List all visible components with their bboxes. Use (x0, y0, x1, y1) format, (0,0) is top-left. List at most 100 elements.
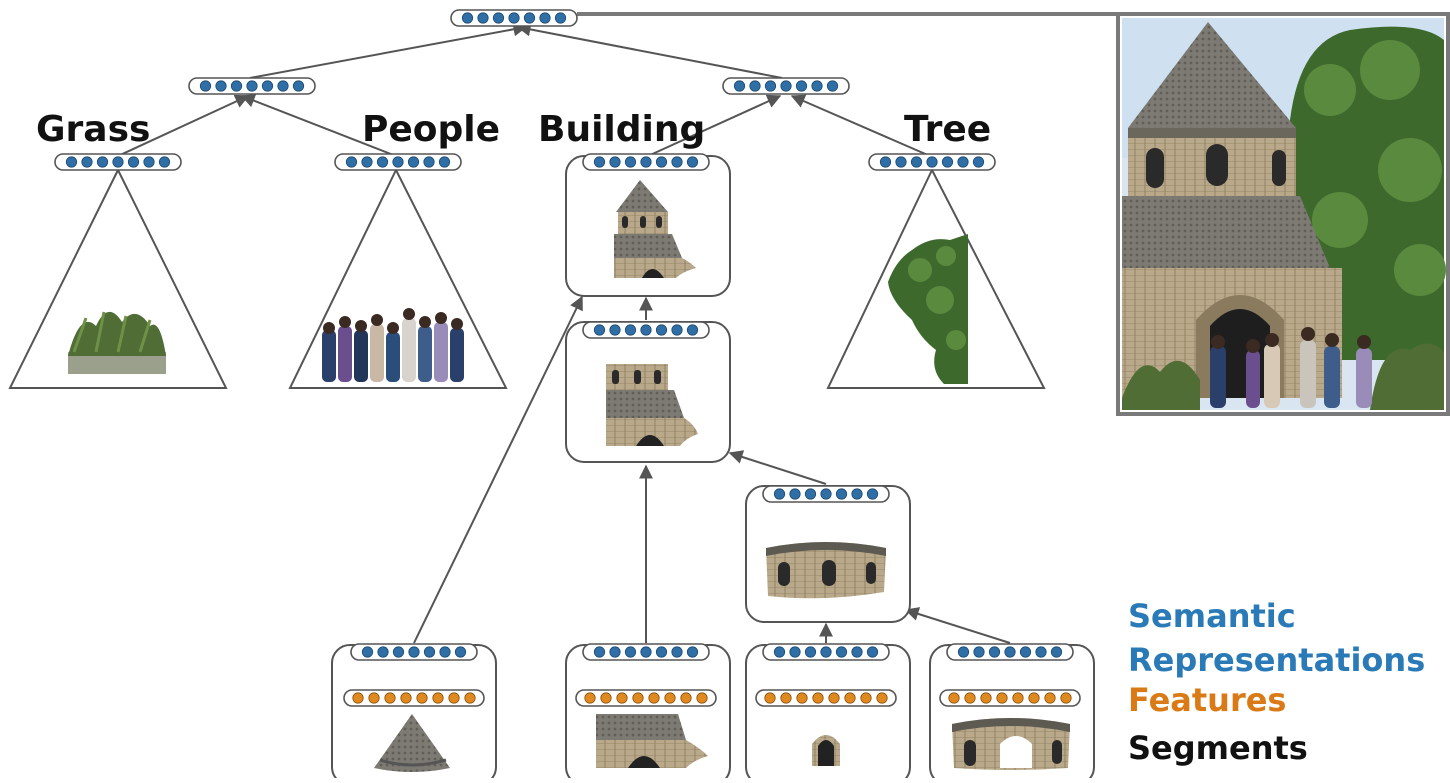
semantic-unit (926, 156, 938, 168)
semantic-unit (957, 646, 970, 658)
semantic-unit (609, 646, 621, 658)
feature-unit (368, 692, 380, 704)
semantic-unit (820, 646, 832, 658)
grass-segment-image (68, 311, 166, 374)
semantic-unit (423, 156, 435, 168)
semantic-unit (477, 12, 489, 24)
feature-unit (696, 692, 708, 704)
feature-unit (1060, 692, 1072, 704)
semantic-unit (835, 646, 848, 658)
semantic-unit (361, 646, 374, 658)
feature-unit (1012, 692, 1024, 704)
scene-photo (1116, 12, 1450, 416)
semantic-unit (423, 646, 436, 658)
feature-unit (780, 692, 792, 704)
semantic-unit (1019, 646, 1032, 658)
legend-representations: Representations (1128, 641, 1426, 679)
semantic-unit (640, 156, 652, 168)
edge-windows-segment-to-drum (904, 607, 1011, 644)
semantic-unit (941, 156, 954, 168)
feature-unit (416, 692, 428, 704)
semantic-unit (439, 646, 451, 658)
semantic-unit (795, 80, 808, 92)
semantic-unit (523, 12, 536, 24)
semantic-unit (408, 646, 420, 658)
semantic-unit (593, 646, 606, 658)
feature-unit (812, 692, 824, 704)
semantic-unit (1035, 646, 1047, 658)
semantic-unit (804, 646, 817, 658)
edge-drum-to-mid (728, 450, 827, 485)
building-mid-node-image (606, 364, 698, 446)
semantic-unit (686, 324, 699, 336)
feature-unit (764, 692, 776, 704)
edge-people-to-left (240, 94, 397, 157)
semantic-unit (640, 646, 652, 658)
semantic-unit (671, 646, 683, 658)
feature-unit (584, 692, 596, 704)
semantic-unit (835, 488, 848, 500)
tree-segment-image (888, 234, 968, 384)
building-node-vector (582, 153, 710, 171)
semantic-unit (609, 156, 621, 168)
semantic-unit (454, 646, 467, 658)
semantic-unit (624, 646, 637, 658)
semantic-unit (127, 156, 140, 168)
feature-unit (964, 692, 976, 704)
semantic-unit (780, 80, 792, 92)
semantic-unit (773, 646, 786, 658)
feature-unit (980, 692, 992, 704)
semantic-unit (377, 646, 389, 658)
grass-node-vector (54, 153, 182, 171)
semantic-unit (671, 156, 683, 168)
semantic-unit (376, 156, 389, 168)
semantic-unit (866, 646, 879, 658)
right-node-vector (722, 77, 850, 95)
label-grass: Grass (36, 109, 151, 150)
tree-node-vector (868, 153, 996, 171)
semantic-unit (609, 324, 621, 336)
semantic-unit (112, 156, 124, 168)
leaf-wall-feature-vector (575, 689, 717, 707)
feature-unit (352, 692, 364, 704)
semantic-unit (246, 80, 258, 92)
semantic-unit (789, 646, 801, 658)
label-building: Building (538, 109, 706, 150)
semantic-unit (866, 488, 879, 500)
feature-unit (616, 692, 628, 704)
semantic-unit (804, 488, 817, 500)
semantic-unit (438, 156, 451, 168)
label-people: People (362, 109, 501, 150)
semantic-unit (277, 80, 289, 92)
edge-tree-to-right (790, 94, 931, 157)
semantic-unit (392, 646, 405, 658)
leaf-door-segment-image (812, 735, 840, 766)
building-mid-node-vector (582, 321, 710, 339)
leaf-windows-feature-vector (939, 689, 1081, 707)
semantic-unit (879, 156, 892, 168)
semantic-unit (811, 80, 823, 92)
label-tree: Tree (904, 109, 992, 150)
leaf-door-semantic-vector (762, 643, 890, 661)
feature-unit (648, 692, 660, 704)
semantic-unit (539, 12, 551, 24)
feature-unit (400, 692, 412, 704)
semantic-unit (655, 324, 668, 336)
feature-unit (464, 692, 476, 704)
feature-unit (432, 692, 444, 704)
edge-left-to-root (249, 22, 528, 79)
feature-unit (844, 692, 856, 704)
feature-unit (796, 692, 808, 704)
semantic-unit (508, 12, 520, 24)
semantic-unit (593, 324, 606, 336)
leaf-windows-semantic-vector (946, 643, 1074, 661)
semantic-unit (1050, 646, 1063, 658)
feature-unit (448, 692, 460, 704)
feature-unit (948, 692, 960, 704)
feature-unit (1044, 692, 1056, 704)
drum-node-image (766, 542, 886, 599)
semantic-unit (81, 156, 93, 168)
feature-unit (996, 692, 1008, 704)
semantic-unit (392, 156, 404, 168)
